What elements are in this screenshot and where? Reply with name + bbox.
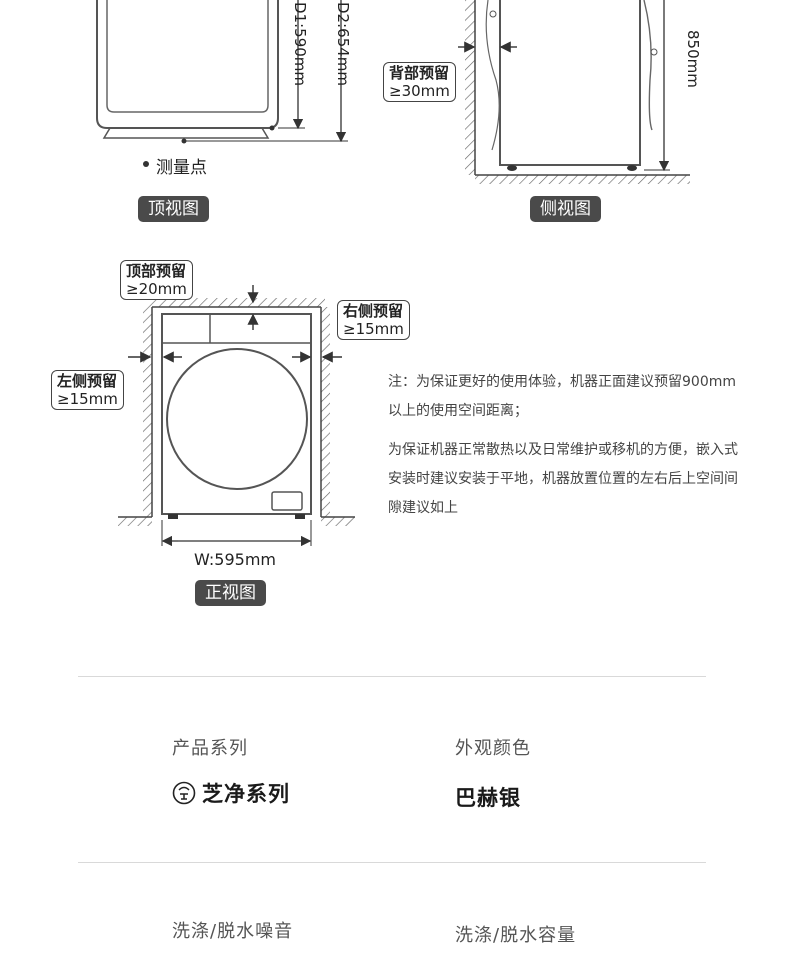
series-label: 产品系列 (172, 738, 248, 759)
front-view-label: 正视图 (195, 580, 266, 606)
back-clearance-title: 背部预留 (389, 64, 450, 82)
capacity-label: 洗涤/脱水容量 (455, 925, 577, 946)
right-clearance-title: 右侧预留 (343, 302, 404, 320)
front-view-drawing (118, 285, 355, 547)
dimension-d2: D2:654mm (334, 2, 352, 87)
noise-label: 洗涤/脱水噪音 (172, 921, 294, 942)
series-logo-icon (172, 781, 196, 805)
top-clearance-value: ≥20mm (126, 280, 187, 298)
measure-point-label: 测量点 (156, 158, 207, 178)
series-value-text: 芝净系列 (202, 782, 290, 806)
back-clearance-callout: 背部预留 ≥30mm (383, 62, 456, 102)
divider-top (78, 676, 706, 677)
top-view-label: 顶视图 (138, 196, 209, 222)
right-clearance-callout: 右侧预留 ≥15mm (337, 300, 410, 340)
top-clearance-callout: 顶部预留 ≥20mm (120, 260, 193, 300)
side-view-label: 侧视图 (530, 196, 601, 222)
color-value: 巴赫银 (455, 786, 521, 810)
top-view-drawing (96, 0, 348, 167)
right-clearance-value: ≥15mm (343, 320, 404, 338)
side-view-drawing (458, 0, 690, 184)
series-value: 芝净系列 (172, 778, 290, 808)
divider-bottom (78, 862, 706, 863)
top-clearance-title: 顶部预留 (126, 262, 187, 280)
width-dimension: W:595mm (194, 550, 276, 569)
left-clearance-title: 左侧预留 (57, 372, 118, 390)
back-clearance-value: ≥30mm (389, 82, 450, 100)
left-clearance-callout: 左侧预留 ≥15mm (51, 370, 124, 410)
color-label: 外观颜色 (455, 738, 531, 759)
dimension-d1: D1:590mm (291, 2, 309, 87)
left-clearance-value: ≥15mm (57, 390, 118, 408)
note-front-space: 注：为保证更好的使用体验，机器正面建议预留900mm以上的使用空间距离； (388, 374, 736, 419)
height-dimension: 850mm (684, 30, 702, 88)
note-clearance: 为保证机器正常散热以及日常维护或移机的方便，嵌入式安装时建议安装于平地，机器放置… (388, 442, 738, 516)
installation-notes: 注：为保证更好的使用体验，机器正面建议预留900mm以上的使用空间距离； 为保证… (388, 368, 748, 533)
